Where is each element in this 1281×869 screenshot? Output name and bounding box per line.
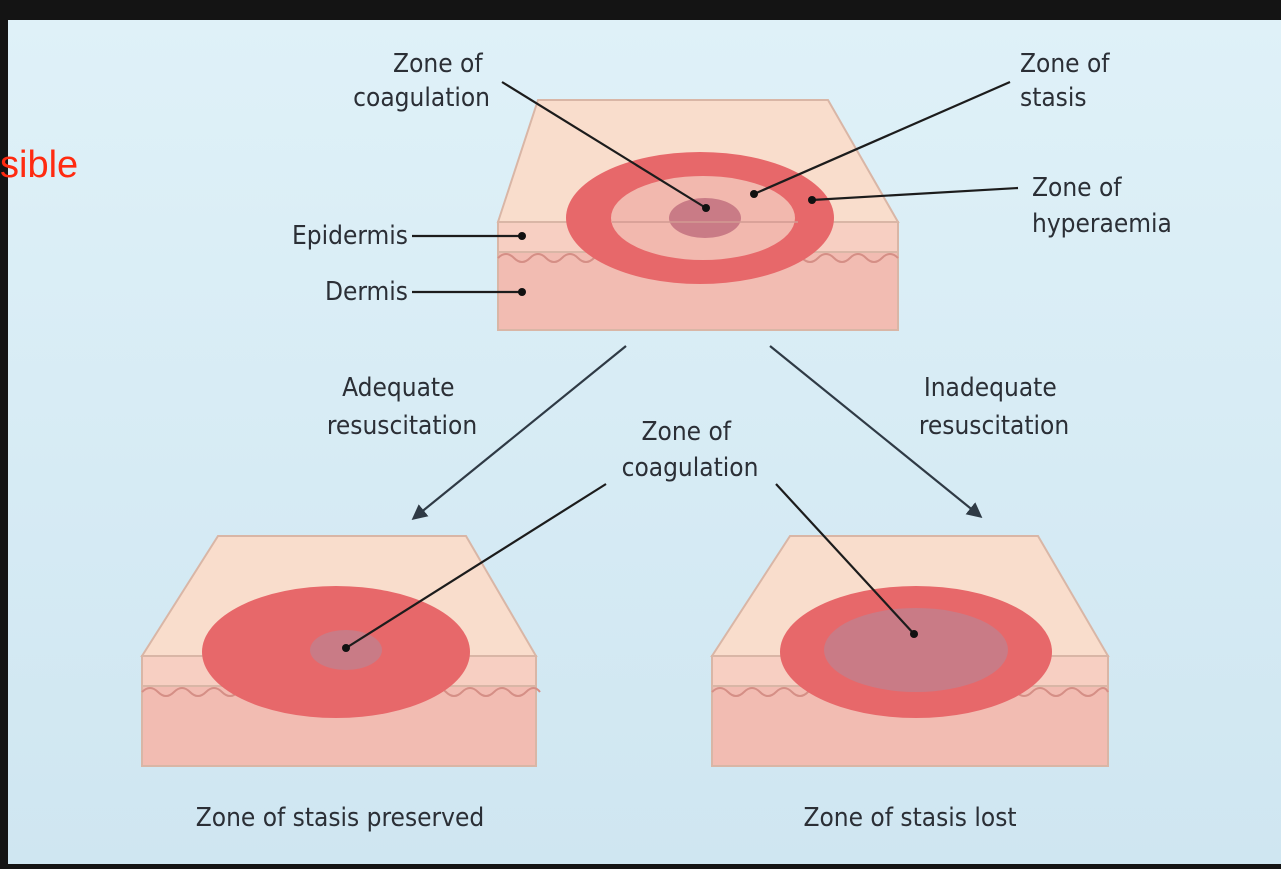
dot-hyperaemia: [808, 196, 816, 204]
dot-stasis: [750, 190, 758, 198]
bottom-right-skin-block: [712, 536, 1108, 766]
dot-coagulation: [702, 204, 710, 212]
caption-stasis-preserved: Zone of stasis preserved: [196, 803, 485, 833]
dot-epidermis: [518, 232, 526, 240]
top-skin-block: [498, 100, 898, 330]
right-zone-coagulation: [824, 608, 1008, 692]
dot-dermis: [518, 288, 526, 296]
label-dermis: Dermis: [325, 277, 408, 307]
bottom-left-skin-block: [142, 536, 540, 766]
caption-stasis-lost: Zone of stasis lost: [803, 803, 1016, 833]
dot-coagulation-left: [342, 644, 350, 652]
top-zone-coagulation: [669, 198, 741, 238]
slide-subtitle-fragment: sible: [0, 146, 78, 184]
dot-coagulation-right: [910, 630, 918, 638]
label-epidermis: Epidermis: [292, 221, 408, 251]
